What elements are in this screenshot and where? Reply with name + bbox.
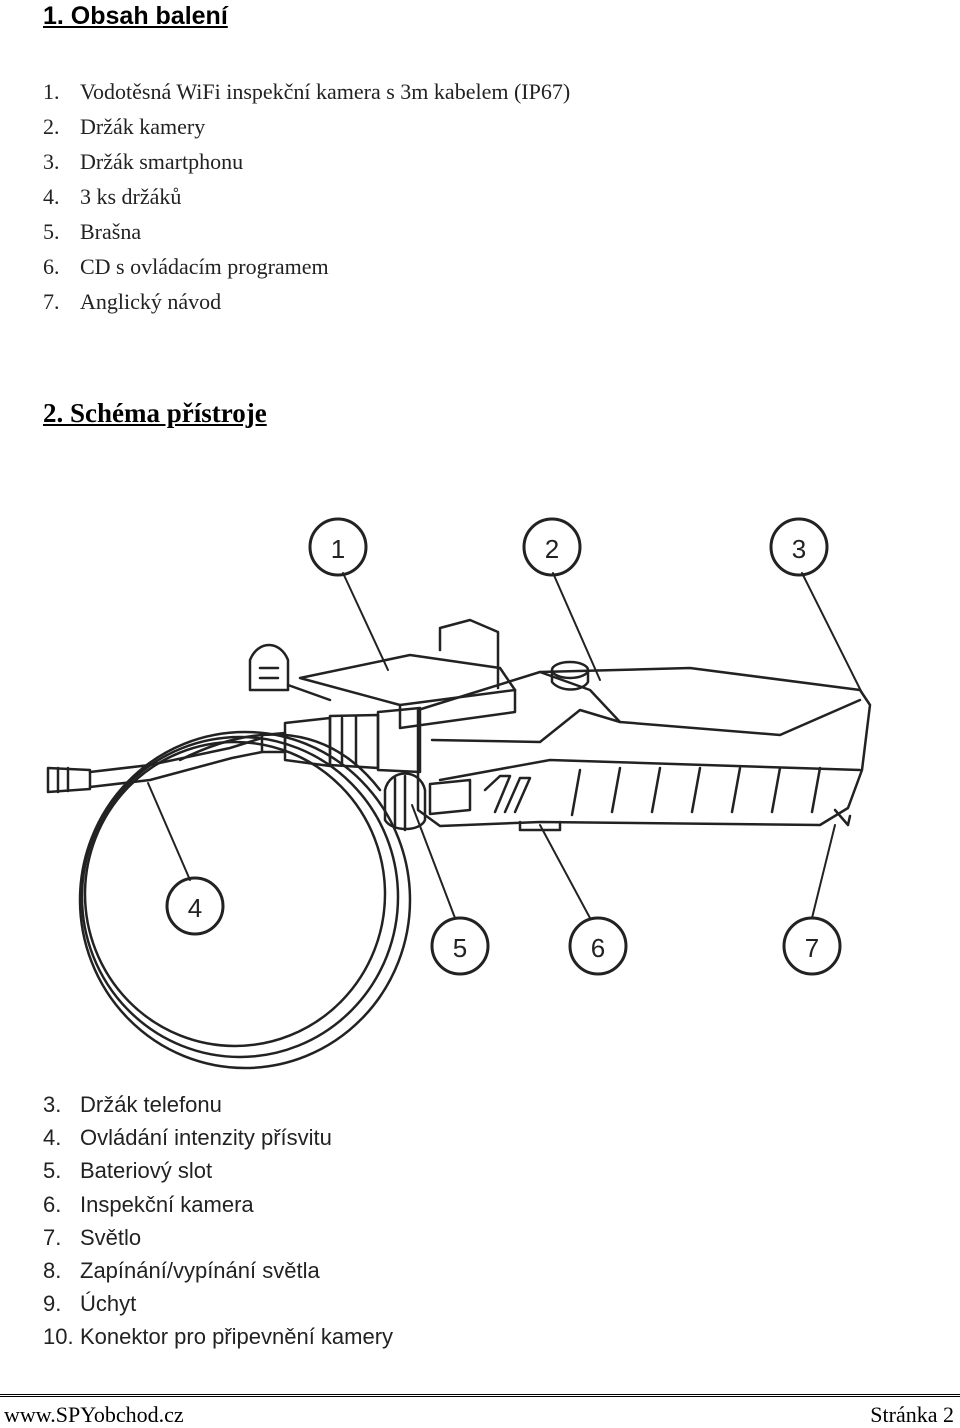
list-item: 5. Bateriový slot — [43, 1154, 393, 1187]
item-text: Zapínání/vypínání světla — [80, 1257, 320, 1283]
callout-label: 2 — [545, 534, 559, 564]
section-1-heading: 1. Obsah balení — [43, 2, 228, 30]
callout-label: 5 — [453, 933, 467, 963]
item-number: 3. — [43, 1092, 62, 1117]
item-text: CD s ovládacím programem — [80, 254, 329, 279]
item-text: Konektor pro připevnění kamery — [80, 1324, 394, 1350]
item-number: 10. — [43, 1324, 74, 1350]
item-number: 5. — [43, 219, 60, 244]
list-item: 2. Držák kamery — [43, 109, 570, 144]
cable-coil — [78, 730, 412, 1070]
callout-circles — [165, 517, 842, 976]
list-item: 7. Světlo — [43, 1221, 393, 1254]
item-text: Bateriový slot — [80, 1158, 213, 1184]
item-text: Inspekční kamera — [80, 1191, 254, 1217]
item-text: 3 ks držáků — [80, 184, 182, 209]
item-number: 3. — [43, 149, 60, 174]
connector-collar — [260, 706, 422, 774]
item-text: Brašna — [80, 219, 142, 244]
phone-holder — [248, 618, 517, 730]
list-item: 6. CD s ovládacím programem — [43, 249, 570, 284]
item-number: 4. — [43, 1125, 62, 1151]
list-item: 1. Vodotěsná WiFi inspekční kamera s 3m k… — [43, 74, 570, 109]
item-text: Anglický návod — [80, 289, 222, 314]
list-item: 8. Zapínání/vypínání světla — [43, 1254, 393, 1287]
item-number: 2. — [43, 114, 60, 139]
item-number: 4. — [43, 184, 60, 209]
battery-slot — [383, 772, 472, 832]
item-text: Držák telefonu — [80, 1092, 222, 1117]
item-number: 9. — [43, 1291, 62, 1317]
control-wheel — [550, 660, 590, 691]
item-number: 7. — [43, 1224, 62, 1250]
list-item: 4. 3 ks držáků — [43, 179, 570, 214]
item-text: Ovládání intenzity přísvitu — [80, 1125, 332, 1151]
item-text: Světlo — [80, 1224, 142, 1250]
list-item: 3. Držák smartphonu — [43, 144, 570, 179]
light-end — [833, 808, 852, 827]
item-number: 6. — [43, 1191, 62, 1217]
item-number: 1. — [43, 79, 60, 104]
callout-label: 4 — [188, 893, 202, 923]
item-number: 7. — [43, 289, 60, 314]
item-number: 6. — [43, 254, 60, 279]
list-item: 10.Konektor pro připevnění kamery — [43, 1320, 393, 1353]
list-item: 7. Anglický návod — [43, 284, 570, 319]
list-item: 4. Ovládání intenzity přísvitu — [43, 1121, 393, 1154]
item-text: Držák kamery — [80, 114, 206, 139]
device-schematic: 1 2 3 4 5 6 7 — [46, 517, 872, 1070]
item-number: 5. — [43, 1158, 62, 1184]
list-item: 9. Úchyt — [43, 1287, 393, 1320]
section-2-heading: 2. Schéma přístroje — [43, 398, 267, 428]
item-text: Vodotěsná WiFi inspekční kamera s 3m kab… — [80, 79, 571, 104]
footer-divider — [0, 1394, 960, 1397]
list-item: 3. Držák telefonu — [43, 1088, 393, 1121]
footer-page-number: Stránka 2 — [870, 1402, 954, 1427]
item-text: Úchyt — [80, 1291, 137, 1317]
leader-lines — [147, 572, 863, 919]
list-item: 5. Brašna — [43, 214, 570, 249]
footer-website: www.SPYobchod.cz — [4, 1402, 184, 1427]
package-contents-list: 1. Vodotěsná WiFi inspekční kamera s 3m k… — [43, 74, 570, 319]
camera-probe — [46, 736, 264, 794]
callout-label: 3 — [792, 534, 806, 564]
list-item: 6. Inspekční kamera — [43, 1188, 393, 1221]
callout-label: 1 — [331, 534, 345, 564]
item-number: 8. — [43, 1257, 62, 1283]
item-text: Držák smartphonu — [80, 149, 244, 174]
callout-label: 7 — [805, 933, 819, 963]
handle-body — [416, 666, 872, 832]
device-parts-list: 3. Držák telefonu 4. Ovládání intenzity př… — [43, 1088, 393, 1354]
callout-label: 6 — [591, 933, 605, 963]
